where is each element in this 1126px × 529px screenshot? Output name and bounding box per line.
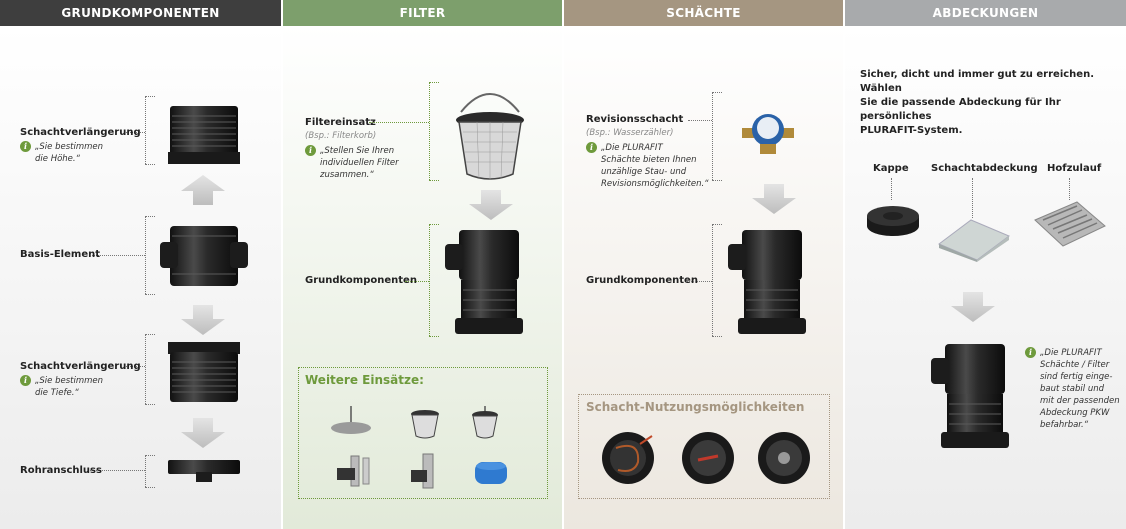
header-schaechte: SCHÄCHTE <box>564 0 843 26</box>
note-filter: i„Stellen Sie Ihren individuellen Filter… <box>305 145 399 181</box>
label-hofzulauf: Hofzulauf <box>1047 163 1102 174</box>
intro-text: Sicher, dicht und immer gut zu erreichen… <box>860 69 1094 136</box>
shaft-usage-valve-image <box>682 432 734 484</box>
down-arrow-icon <box>951 292 995 322</box>
up-arrow-icon <box>181 175 225 205</box>
bracket-line <box>145 455 155 456</box>
base-components-image <box>728 230 806 334</box>
bracket-line <box>145 334 155 335</box>
shaft-extension-image <box>168 342 240 402</box>
bracket-line <box>145 216 146 294</box>
usage-options-box <box>578 394 830 499</box>
bracket-line <box>145 294 155 295</box>
column-filter: FILTER Filtereinsatz (Bsp.: Filterkorb) … <box>283 0 562 529</box>
filter-basket-image <box>456 93 524 180</box>
label-basis-element: Basis-Element <box>20 249 100 260</box>
bracket-line <box>145 455 146 487</box>
leader-line <box>124 366 145 367</box>
down-arrow-icon <box>181 305 225 335</box>
pipe-connector-image <box>168 460 240 482</box>
bracket-line <box>145 404 155 405</box>
shaft-usage-hose-image <box>602 432 654 484</box>
bracket-line <box>712 92 713 180</box>
down-arrow-icon <box>469 190 513 220</box>
note-schaechte: i„Die PLURAFIT Schächte bieten Ihnen unz… <box>586 142 709 190</box>
base-components-image <box>445 230 523 334</box>
bracket-line <box>145 96 146 164</box>
bracket-line <box>429 180 439 181</box>
bracket-line <box>429 336 439 337</box>
column-grundkomponenten: GRUNDKOMPONENTEN Schachtverlängerung i„S… <box>0 0 281 529</box>
note-hoehe: i„Sie bestimmen die Höhe.“ <box>20 141 103 165</box>
shaft-cover-image <box>938 219 1010 262</box>
basket-insert-icon <box>411 410 439 439</box>
bracket-line <box>712 92 722 93</box>
bracket-line <box>145 334 146 404</box>
header-grundkomponenten: GRUNDKOMPONENTEN <box>0 0 281 26</box>
covered-shaft-image <box>931 344 1009 448</box>
label-kappe: Kappe <box>873 163 909 174</box>
bracket-line <box>429 224 439 225</box>
label-schachtabdeckung: Schachtabdeckung <box>931 163 1038 174</box>
info-icon: i <box>20 375 31 386</box>
bracket-line <box>429 82 439 83</box>
shaft-usage-meter-image <box>758 432 810 484</box>
info-icon: i <box>305 145 316 156</box>
leader-line <box>369 122 429 123</box>
leader-line <box>686 281 712 282</box>
bracket-line <box>145 487 155 488</box>
label-grundkomponenten: Grundkomponenten <box>305 275 417 286</box>
leader-line <box>1069 178 1070 200</box>
column-schaechte: SCHÄCHTE Revisionsschacht (Bsp.: Wasserz… <box>564 0 843 529</box>
filter-example: (Bsp.: Filterkorb) <box>305 131 377 141</box>
tee-insert-icon <box>411 453 434 489</box>
label-filtereinsatz: Filtereinsatz <box>305 117 376 128</box>
bracket-line <box>429 82 430 180</box>
foam-filter-icon <box>475 462 507 484</box>
note-abdeckungen: i„Die PLURAFIT Schächte / Filter sind fe… <box>1025 347 1125 431</box>
leader-line <box>124 132 145 133</box>
schacht-example: (Bsp.: Wasserzähler) <box>586 128 674 138</box>
label-rohranschluss: Rohranschluss <box>20 465 102 476</box>
note-tiefe: i„Sie bestimmen die Tiefe.“ <box>20 375 103 399</box>
basket-handle-insert-icon <box>472 406 498 439</box>
leader-line <box>972 178 973 218</box>
down-arrow-icon <box>752 184 796 214</box>
bracket-line <box>712 224 722 225</box>
column-abdeckungen: ABDECKUNGEN Sicher, dicht und immer gut … <box>845 0 1126 529</box>
header-abdeckungen: ABDECKUNGEN <box>845 0 1126 26</box>
label-schachtverlaengerung-top: Schachtverlängerung <box>20 127 141 138</box>
more-inserts-box <box>298 367 548 499</box>
label-schachtverlaengerung-bottom: Schachtverlängerung <box>20 361 141 372</box>
disc-filter-icon <box>331 406 371 434</box>
bracket-line <box>145 164 155 165</box>
leader-line <box>90 470 145 471</box>
info-icon: i <box>1025 347 1036 358</box>
bracket-line <box>145 96 155 97</box>
water-meter-image <box>742 114 794 154</box>
cap-image <box>867 206 919 236</box>
basis-element-image <box>160 226 248 286</box>
bracket-line <box>429 224 430 336</box>
bracket-line <box>712 180 722 181</box>
leader-line <box>891 178 892 200</box>
pipe-insert-icon <box>337 455 370 487</box>
more-inserts-title: Weitere Einsätze: <box>305 373 424 387</box>
down-arrow-icon <box>181 418 225 448</box>
bracket-line <box>712 336 722 337</box>
usage-options-title: Schacht-Nutzungsmöglichkeiten <box>586 400 805 414</box>
label-grundkomponenten: Grundkomponenten <box>586 275 698 286</box>
bracket-line <box>145 216 155 217</box>
header-filter: FILTER <box>283 0 562 26</box>
bracket-line <box>712 224 713 336</box>
leader-line <box>92 255 145 256</box>
leader-line <box>405 281 429 282</box>
info-icon: i <box>20 141 31 152</box>
shaft-extension-image <box>168 106 240 164</box>
leader-line <box>688 120 712 121</box>
label-revisionsschacht: Revisionsschacht <box>586 114 684 125</box>
yard-drain-image <box>1034 201 1106 247</box>
info-icon: i <box>586 142 597 153</box>
